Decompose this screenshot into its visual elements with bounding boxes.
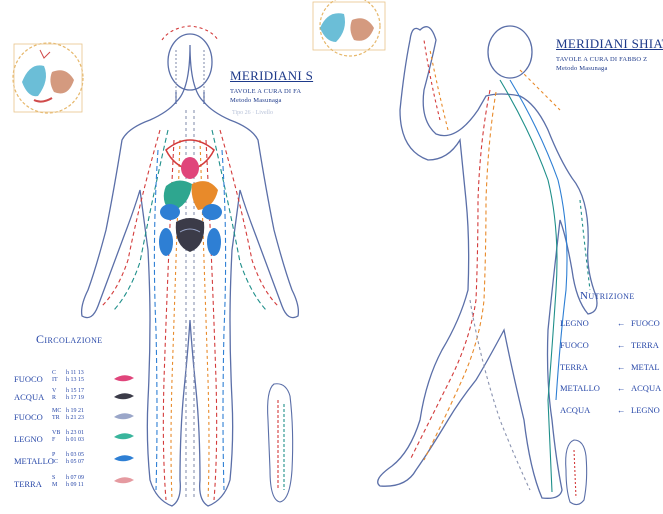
- nutrition-arrow-icon: ←: [617, 362, 631, 372]
- legend-row-hours: h 23 01: [66, 430, 84, 436]
- nutrition-row-from: TERRA: [560, 362, 617, 372]
- left-emblem-logo: [13, 43, 83, 113]
- nutrition-arrow-icon: ←: [617, 383, 631, 393]
- left-chart-method: Metodo Masunaga: [230, 97, 282, 104]
- nutrition-row-4: METALLO←ACQUA: [560, 383, 661, 393]
- legend-row-hours: h 17 19: [66, 395, 84, 401]
- legend-row-code: F: [52, 437, 55, 443]
- legend-row-code: R: [52, 395, 56, 401]
- legend-row-code: IT: [52, 377, 58, 383]
- legend-row-hours: h 05 07: [66, 459, 84, 465]
- legend-color-drops: [114, 375, 134, 483]
- side-foot-sketch: [566, 440, 587, 505]
- legend-row-code: C: [52, 370, 56, 376]
- legend-row-hours: h 07 09: [66, 475, 84, 481]
- right-chart-subtitle: TAVOLE A CURA DI FABBO Z: [556, 56, 647, 63]
- right-chart-title: MERIDIANI SHIAT: [556, 36, 663, 52]
- nutrition-row-from: ACQUA: [560, 405, 617, 415]
- legend-row-code: MC: [52, 408, 61, 414]
- legend-row-code: P: [52, 452, 55, 458]
- nutrition-row-2: FUOCO←TERRA: [560, 340, 659, 350]
- nutrition-row-to: LEGNO: [631, 405, 660, 415]
- legend-row-hours: h 11 13: [66, 370, 84, 376]
- nutrition-row-to: ACQUA: [631, 383, 661, 393]
- legend-row-code: TR: [52, 415, 60, 421]
- left-chart-faint-note: Tipo 26 · Livello: [232, 110, 273, 116]
- nutrition-row-to: FUOCO: [631, 318, 660, 328]
- front-body-figure: [82, 34, 299, 506]
- side-body-figure: [378, 26, 597, 498]
- legend-row-hours: h 03 05: [66, 452, 84, 458]
- nutrition-arrow-icon: ←: [617, 340, 631, 350]
- nutrition-row-to: TERRA: [631, 340, 659, 350]
- legend-row-code: S: [52, 475, 55, 481]
- legend-row-hours: h 13 15: [66, 377, 84, 383]
- legend-row-code: V: [52, 388, 56, 394]
- legend-row-code: VB: [52, 430, 60, 436]
- nutrition-row-from: LEGNO: [560, 318, 617, 328]
- legend-row-hours: h 19 21: [66, 408, 84, 414]
- nutrition-arrow-icon: ←: [617, 318, 631, 328]
- legend-row-hours: h 09 11: [66, 482, 84, 488]
- side-meridian-lines: [410, 40, 590, 492]
- left-chart-subtitle: TAVOLE A CURA DI FA: [230, 88, 301, 95]
- nutrition-arrow-icon: ←: [617, 405, 631, 415]
- front-organs: [159, 140, 222, 256]
- nutrition-row-1: LEGNO←FUOCO: [560, 318, 660, 328]
- nutrition-row-from: FUOCO: [560, 340, 617, 350]
- nutrition-row-5: ACQUA←LEGNO: [560, 405, 660, 415]
- legend-row-code: IC: [52, 459, 58, 465]
- right-emblem-logo: [313, 0, 385, 56]
- nutrition-row-to: METAL: [631, 362, 660, 372]
- foot-sole-sketch: [268, 384, 293, 502]
- nutrition-legend-title: Nutrizione: [580, 290, 635, 302]
- right-chart-method: Metodo Masunaga: [556, 65, 608, 72]
- nutrition-row-from: METALLO: [560, 383, 617, 393]
- legend-row-code: M: [52, 482, 57, 488]
- legend-row-hours: h 21 23: [66, 415, 84, 421]
- legend-row-hours: h 01 03: [66, 437, 84, 443]
- legend-row-hours: h 15 17: [66, 388, 84, 394]
- nutrition-row-3: TERRA←METAL: [560, 362, 660, 372]
- circulation-legend-title: Circolazione: [36, 332, 103, 347]
- left-chart-title: MERIDIANI S: [230, 68, 313, 84]
